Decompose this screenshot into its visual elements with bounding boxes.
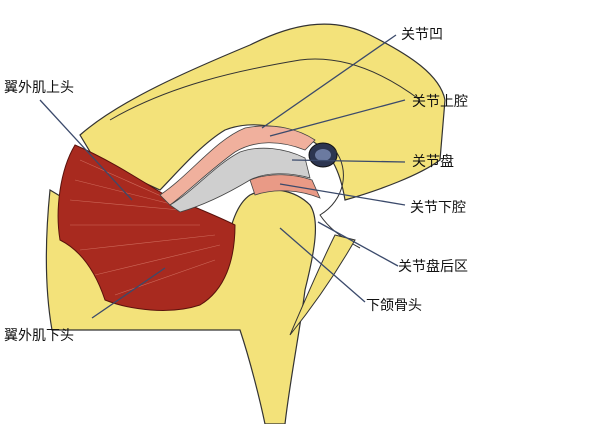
leader-lpm-inferior [91, 267, 166, 319]
label-inferior-joint-cavity: 关节下腔 [410, 200, 466, 216]
leader-retrodiscal [317, 221, 399, 267]
leader-disc [291, 159, 406, 163]
label-articular-fossa: 关节凹 [401, 27, 443, 43]
leader-lpm-superior [39, 99, 133, 201]
label-superior-joint-cavity: 关节上腔 [412, 94, 468, 110]
label-lpm-superior-head: 翼外肌上头 [4, 80, 74, 96]
leader-lines [39, 34, 406, 319]
superior-cavity [159, 125, 316, 206]
temporal-bone [79, 23, 446, 201]
leader-superior-cavity [269, 99, 406, 137]
articular-disc [169, 147, 311, 213]
label-retrodiscal-tissue: 关节盘后区 [398, 259, 468, 275]
leader-articular-fossa [261, 34, 397, 129]
label-lpm-inferior-head: 翼外肌下头 [4, 328, 74, 344]
muscle-fibers [69, 159, 221, 296]
styloid-process [289, 234, 356, 336]
inferior-cavity [249, 174, 321, 199]
leader-condyle [279, 227, 366, 303]
leader-inferior-cavity [279, 183, 406, 206]
skull-inner-contour [109, 58, 421, 121]
label-condyle: 下颌骨头 [366, 298, 422, 314]
label-articular-disc: 关节盘 [412, 154, 454, 170]
ear-canal-inner [315, 149, 331, 161]
